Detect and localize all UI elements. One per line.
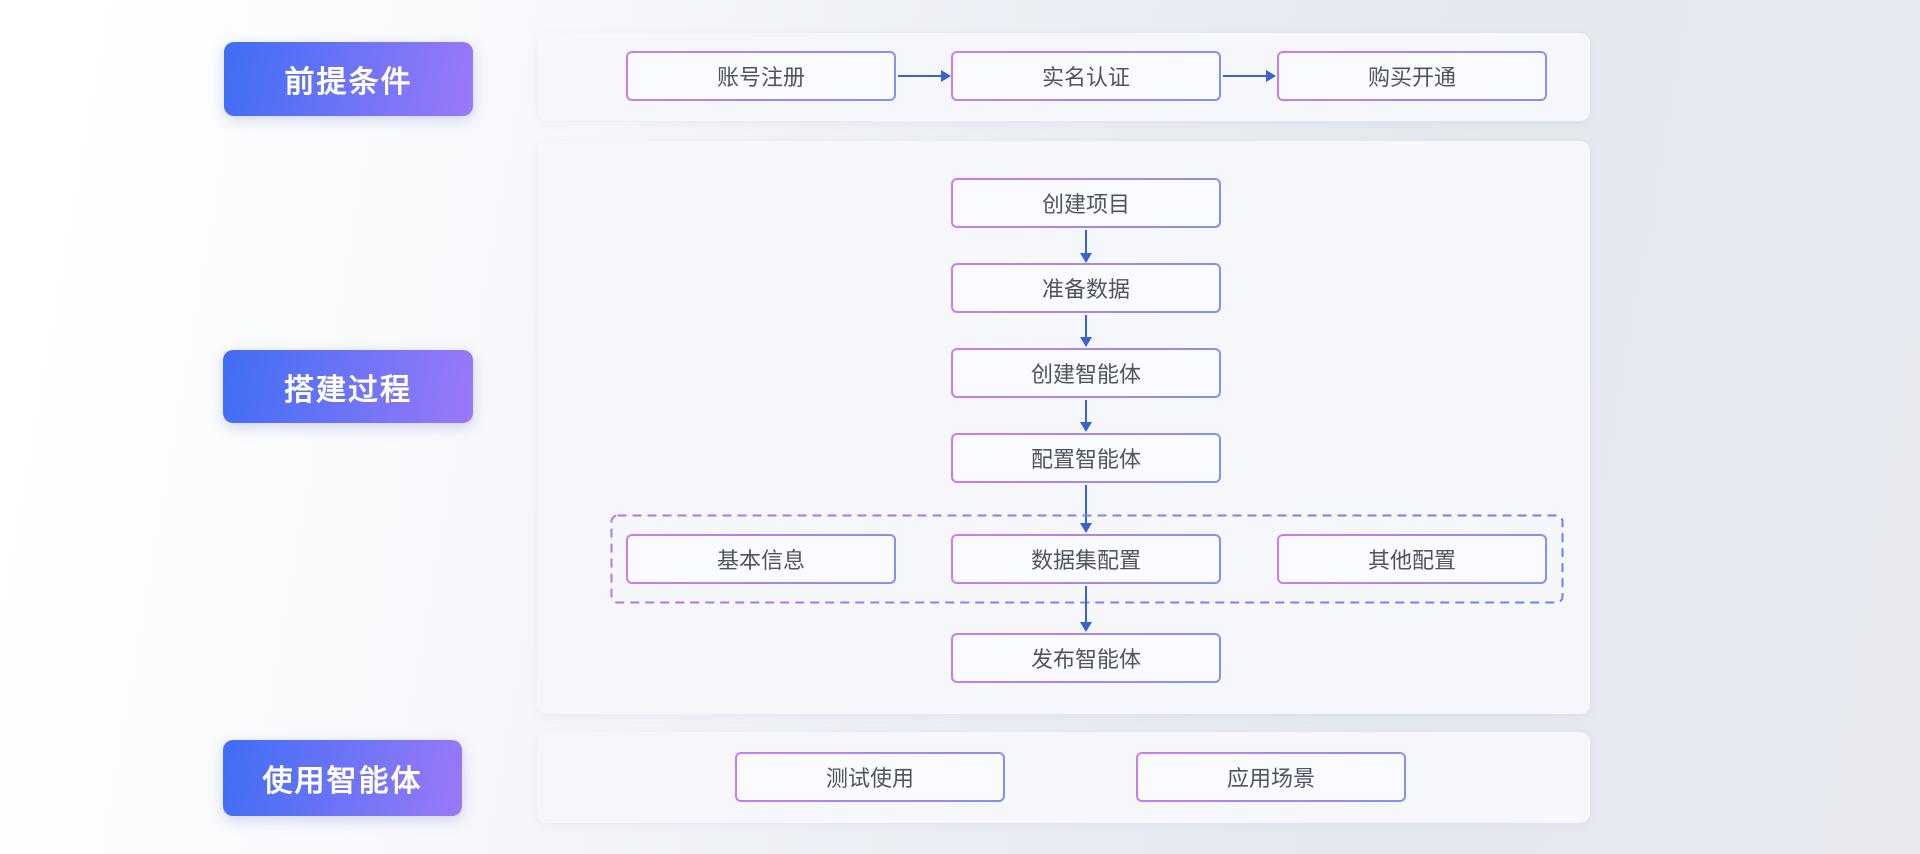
section-label-use-agent: 使用智能体 [223, 740, 462, 816]
arrow-verify-to-purchase [1223, 70, 1276, 82]
section-label-build-process: 搭建过程 [223, 350, 473, 423]
arrow-configure-to-dataset [1080, 485, 1092, 533]
arrow-register-to-verify [898, 70, 951, 82]
configure-options-group [610, 514, 1564, 604]
arrow-create-agent-to-configure [1080, 400, 1092, 432]
node-basic-info: 基本信息 [626, 534, 896, 584]
arrow-project-to-data [1080, 230, 1092, 263]
node-application-scenarios: 应用场景 [1136, 752, 1406, 802]
node-create-agent: 创建智能体 [951, 348, 1221, 398]
node-prepare-data: 准备数据 [951, 263, 1221, 313]
node-publish-agent: 发布智能体 [951, 633, 1221, 683]
node-test-use: 测试使用 [735, 752, 1005, 802]
arrow-data-to-create-agent [1080, 315, 1092, 347]
dashed-border-svg [610, 514, 1564, 604]
node-other-config: 其他配置 [1277, 534, 1547, 584]
build-process-panel [537, 141, 1590, 714]
node-dataset-config: 数据集配置 [951, 534, 1221, 584]
node-identity-verification: 实名认证 [951, 51, 1221, 101]
arrow-dataset-to-publish [1080, 586, 1092, 632]
use-agent-panel [537, 732, 1590, 823]
section-label-prerequisites: 前提条件 [224, 42, 473, 116]
node-create-project: 创建项目 [951, 178, 1221, 228]
node-account-register: 账号注册 [626, 51, 896, 101]
node-purchase-activate: 购买开通 [1277, 51, 1547, 101]
node-configure-agent: 配置智能体 [951, 433, 1221, 483]
